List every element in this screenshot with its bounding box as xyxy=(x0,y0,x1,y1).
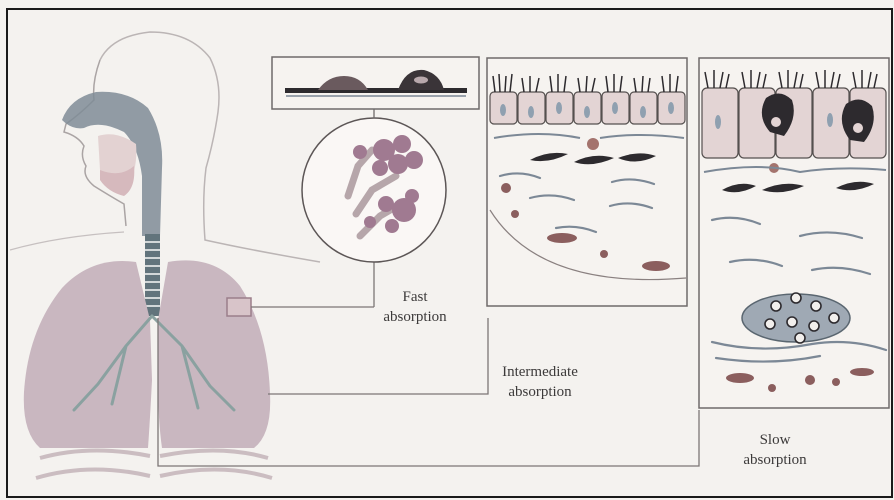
lymphatic-panel xyxy=(699,58,889,408)
slow-label-line2: absorption xyxy=(720,450,830,470)
right-lung xyxy=(158,260,270,448)
alveolar-strip-panel xyxy=(272,57,479,109)
lung-region-marker xyxy=(227,298,251,316)
intermediate-connector xyxy=(268,318,488,394)
fast-absorption-label: Fast absorption xyxy=(360,287,470,327)
fast-label-line2: absorption xyxy=(360,307,470,327)
trachea xyxy=(145,234,160,316)
epithelium-panel xyxy=(487,58,687,306)
ribs xyxy=(36,450,272,478)
intermediate-label-line2: absorption xyxy=(480,382,600,402)
intermediate-label-line1: Intermediate xyxy=(480,362,600,382)
slow-absorption-label: Slow absorption xyxy=(720,430,830,470)
fast-label-line1: Fast xyxy=(360,287,470,307)
slow-label-line1: Slow xyxy=(720,430,830,450)
alveoli-magnifier xyxy=(302,109,446,262)
shoulder-line xyxy=(10,232,124,250)
left-lung xyxy=(24,261,152,448)
intermediate-absorption-label: Intermediate absorption xyxy=(480,362,600,402)
